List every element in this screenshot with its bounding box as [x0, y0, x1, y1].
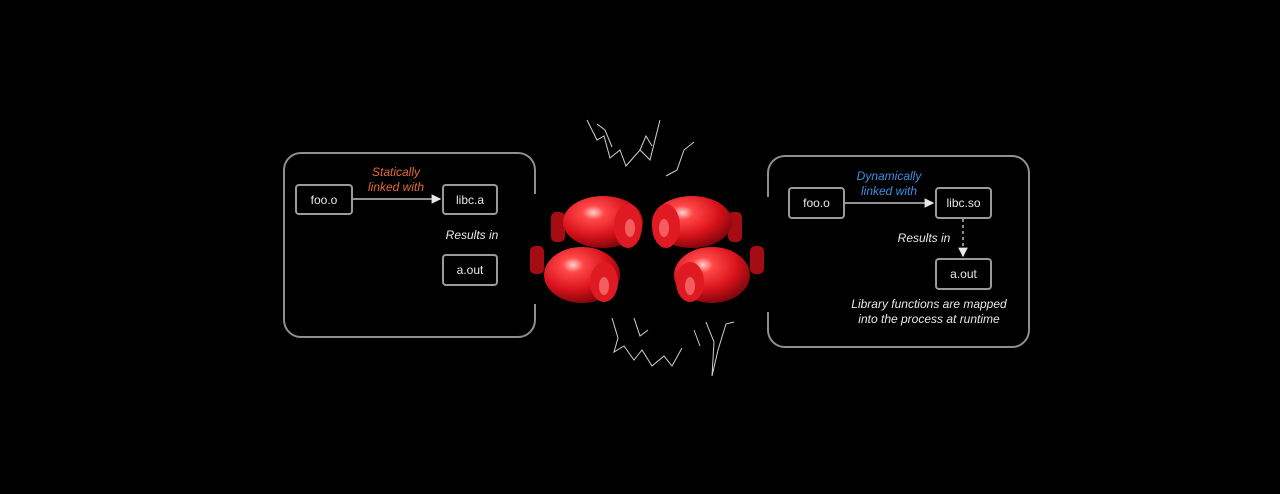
static-library-node: libc.a — [442, 184, 498, 215]
crack-lines — [586, 119, 735, 377]
static-link-label-line2: linked with — [367, 180, 425, 194]
boxing-gloves-icon — [530, 196, 764, 303]
static-link-label: Statically linked with — [360, 165, 432, 195]
dynamic-runtime-note: Library functions are mapped into the pr… — [836, 297, 1022, 327]
dynamic-link-label-line1: Dynamically — [856, 169, 922, 183]
panel-border-gap — [765, 197, 771, 312]
static-link-label-line1: Statically — [371, 165, 421, 179]
dynamic-link-label-line2: linked with — [860, 184, 918, 198]
dynamic-results-label: Results in — [897, 231, 951, 245]
dynamic-runtime-note-line1: Library functions are mapped — [851, 297, 1007, 311]
static-source-node: foo.o — [295, 184, 353, 215]
dynamic-linking-panel — [765, 155, 1030, 348]
static-results-label: Results in — [445, 228, 499, 242]
dynamic-runtime-note-line2: into the process at runtime — [858, 312, 1000, 326]
static-output-node: a.out — [442, 254, 498, 286]
dynamic-link-label: Dynamically linked with — [846, 169, 932, 199]
dynamic-library-node: libc.so — [935, 187, 992, 219]
dynamic-source-node: foo.o — [788, 187, 845, 219]
dynamic-output-node: a.out — [935, 258, 992, 290]
